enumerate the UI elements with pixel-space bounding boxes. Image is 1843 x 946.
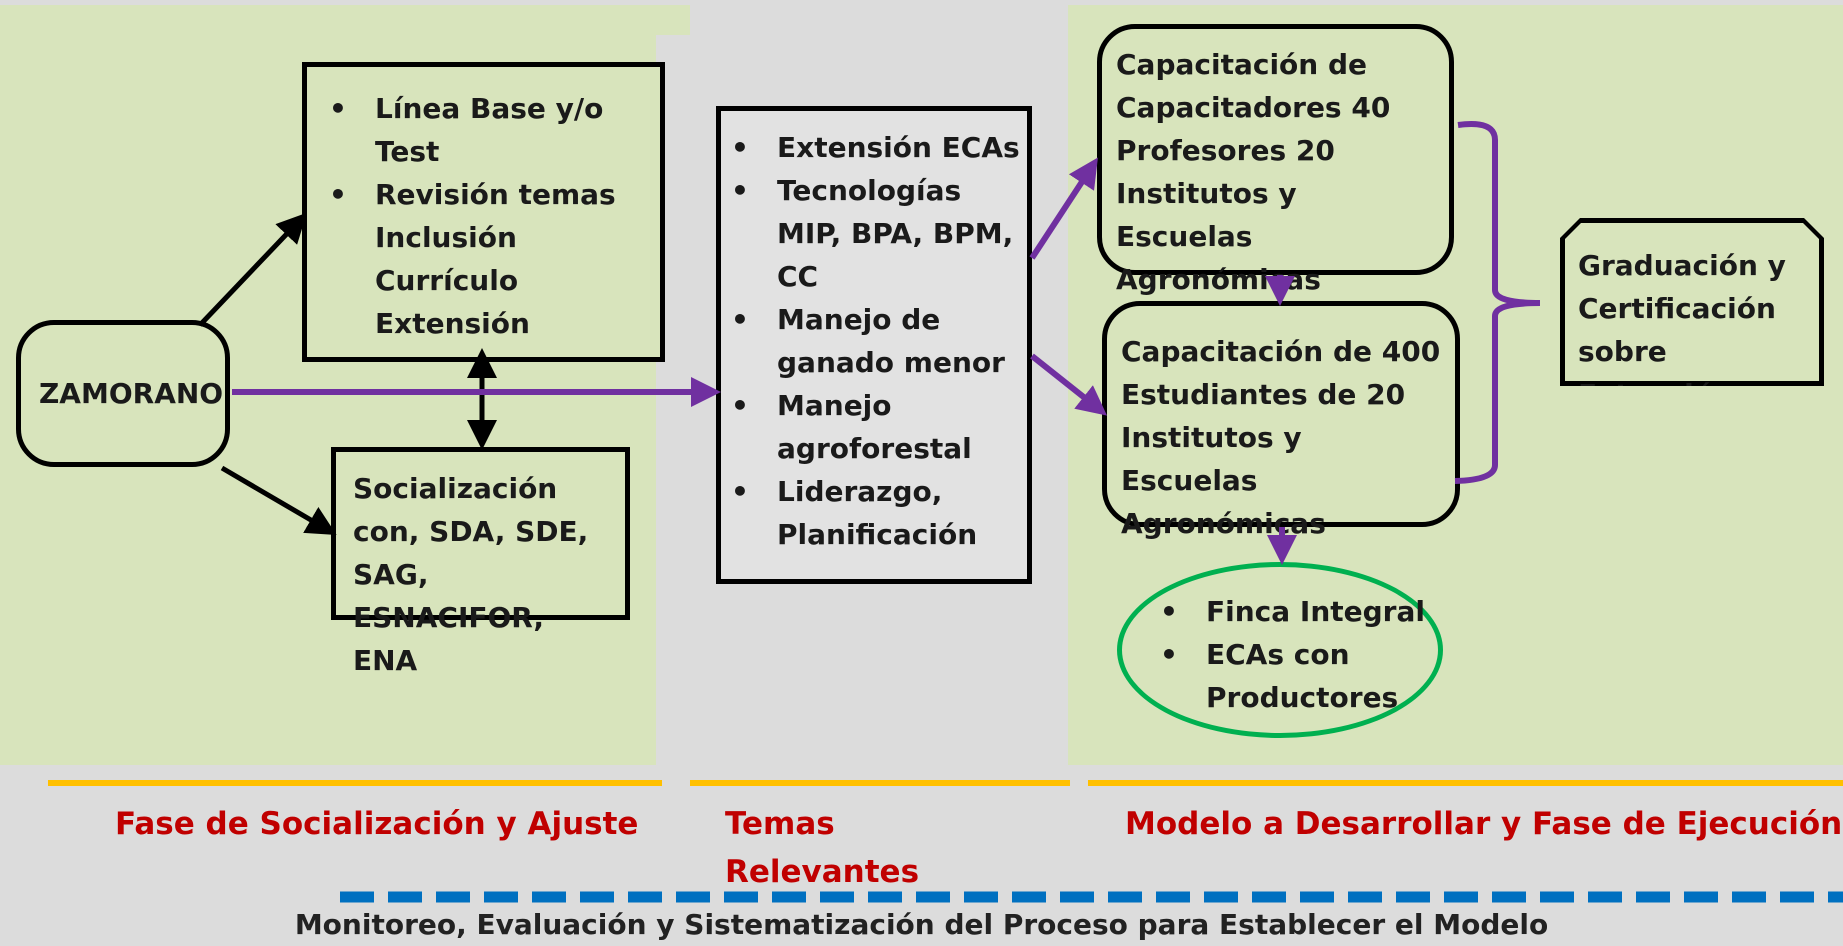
footer-monitoreo: Monitoreo, Evaluación y Sistematización … [294,908,1549,941]
baseline-item: Línea Base y/o Test [319,87,650,173]
bracket-to-graduacion [1454,121,1541,484]
baseline-item: Revisión temas Inclusión Currículo Exten… [319,173,650,345]
zamorano-label: ZAMORANO [39,377,224,410]
arrow-temas-to-estudiantes [1030,353,1108,416]
phase-label-socializacion: Fase de Socialización y Ajuste [115,806,639,842]
phase-line-modelo [1088,780,1843,786]
estudiantes-text: Capacitación de 400 Estudiantes de 20 In… [1121,335,1441,540]
phase-line-socializacion [48,780,662,786]
temas-item: Manejo agroforestal [721,384,1021,470]
arrow-temas-to-capacitadores [1029,157,1098,260]
graduacion-text: Graduación y Certificación sobre Extensi… [1578,249,1786,386]
arrow-zamorano-to-socializacion [220,465,337,536]
baseline-box: Línea Base y/o Test Revisión temas Inclu… [302,62,665,362]
temas-item: Manejo de ganado menor [721,298,1021,384]
finca-item: ECAs con Productores [1150,633,1430,719]
arrow-zamorano-to-baseline [198,212,307,327]
temas-box: Extensión ECAs Tecnologías MIP, BPA, BPM… [716,106,1032,584]
capacitadores-node: Capacitación de Capacitadores 40 Profeso… [1097,24,1454,296]
finca-list: Finca Integral ECAs con Productores [1150,590,1430,730]
graduacion-node: Graduación y Certificación sobre Extensi… [1560,218,1824,386]
zamorano-node: ZAMORANO [16,320,230,467]
estudiantes-node: Capacitación de 400 Estudiantes de 20 In… [1102,301,1460,540]
phase-label-modelo: Modelo a Desarrollar y Fase de Ejecución [1125,806,1843,842]
socializacion-text: Socialización con, SDA, SDE, SAG, ESNACI… [353,472,589,677]
finca-item: Finca Integral [1150,590,1430,633]
temas-item: Tecnologías MIP, BPA, BPM, CC [721,169,1021,298]
capacitadores-text: Capacitación de Capacitadores 40 Profeso… [1116,48,1391,296]
phase-line-temas [690,780,1070,786]
phase-label-temas: Temas Relevantes [725,806,920,890]
temas-item: Extensión ECAs [721,126,1021,169]
socializacion-box: Socialización con, SDA, SDE, SAG, ESNACI… [331,447,630,677]
temas-item: Liderazgo, Planificación [721,470,1021,556]
